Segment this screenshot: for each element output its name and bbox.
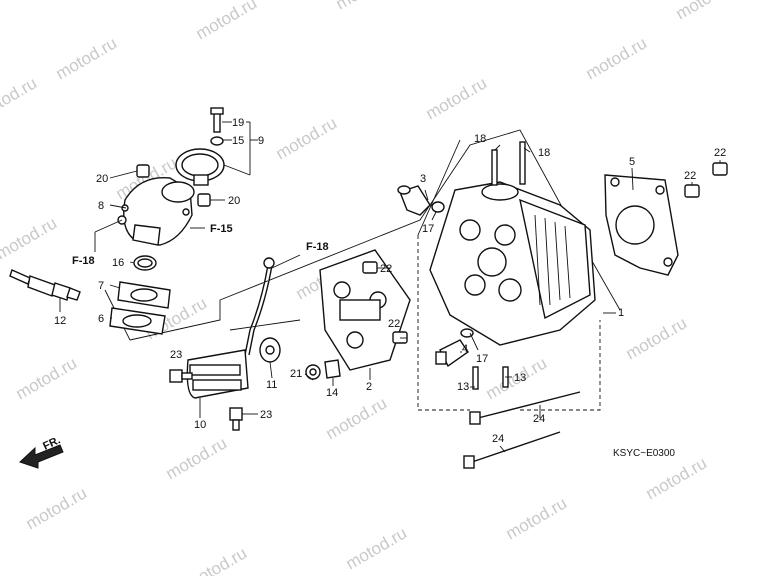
ref-f18: F-18 [72, 255, 95, 267]
callout-13: 13 [457, 381, 469, 393]
callout-21: 21 [290, 368, 302, 380]
callout-13: 13 [514, 372, 526, 384]
callout-7: 7 [98, 280, 104, 292]
callout-22: 22 [388, 318, 400, 330]
callout-15: 15 [232, 135, 244, 147]
callout-23: 23 [260, 409, 272, 421]
clamp-band [175, 148, 225, 186]
callout-24: 24 [533, 413, 545, 425]
callout-22: 22 [714, 147, 726, 159]
long-bolt-24-upper [469, 391, 581, 425]
watermark-text: motod.ru [323, 393, 391, 443]
frame-edge [417, 139, 461, 236]
callout-17: 17 [422, 223, 434, 235]
fitting-4 [435, 339, 469, 368]
callout-5: 5 [629, 156, 635, 168]
callout-10: 10 [194, 419, 206, 431]
callout-18: 18 [538, 147, 550, 159]
watermark-text: motod.ru [503, 493, 571, 543]
stud-18-left [491, 149, 498, 186]
watermark-text: motod.ru [423, 73, 491, 123]
watermark-text: motod.ru [13, 353, 81, 403]
watermark-text: motod.ru [273, 113, 341, 163]
spark-plug [9, 269, 81, 312]
fitting-3 [397, 185, 431, 216]
insulator-7 [117, 281, 171, 309]
watermark-text: motod.ru [53, 33, 121, 83]
gasket-11 [259, 337, 281, 363]
o-ring-16 [133, 255, 157, 271]
callout-12: 12 [54, 315, 66, 327]
callout-6: 6 [98, 313, 104, 325]
bolt-23-upper [169, 369, 193, 383]
head-gasket-5 [604, 174, 679, 276]
callout-8: 8 [98, 200, 104, 212]
head-dashed-frame [520, 320, 601, 411]
front-direction-arrow: FR. [19, 434, 64, 469]
callout-3: 3 [420, 173, 426, 185]
callouts: 19 15 9 20 20 8 16 7 6 12 10 11 23 23 21… [54, 117, 726, 445]
watermark-text: motod.ru [193, 0, 261, 43]
watermark-text: motod.ru [583, 33, 651, 83]
watermark-text: motod.ru [643, 453, 711, 503]
dowel-22-right-upper [712, 162, 728, 176]
leader-lines [94, 121, 721, 453]
dowel-22-center [362, 261, 378, 274]
intake-pipe [117, 176, 195, 246]
nut-20-left [136, 164, 150, 178]
callout-20: 20 [96, 173, 108, 185]
callout-11: 11 [266, 379, 277, 391]
watermark-text: motod.ru [343, 523, 411, 573]
washer-14 [324, 359, 341, 379]
callout-14: 14 [326, 387, 338, 399]
callout-22: 22 [684, 170, 696, 182]
cylinder-head-1 [429, 181, 596, 346]
stud-13-left [472, 366, 479, 390]
dowel-22-lower [392, 331, 408, 344]
o-ring-17-upper [431, 201, 445, 213]
camshaft-holder-2 [319, 249, 411, 371]
watermark-text: motod.ru [163, 433, 231, 483]
watermark-text: motod.ru [0, 213, 60, 263]
long-bolt-24-lower [463, 431, 561, 469]
callout-16: 16 [112, 257, 124, 269]
watermark-text: motod.ru [0, 73, 40, 123]
callout-22: 22 [380, 263, 392, 275]
nut-21 [305, 364, 321, 380]
watermark-text: motod.ru [183, 543, 251, 576]
stud-18-right [519, 141, 526, 185]
pipe-assembly-10 [186, 257, 275, 399]
watermark-text: motod.ru [23, 483, 91, 533]
callout-4: 4 [462, 343, 468, 355]
callout-2: 2 [366, 381, 372, 393]
callout-24: 24 [492, 433, 504, 445]
callout-9: 9 [258, 135, 264, 147]
watermark-text: motod.ru [333, 0, 401, 13]
reference-labels: F-18 F-15 F-18 [72, 223, 329, 267]
bolt-23-lower [229, 407, 243, 431]
watermark-text: motod.ru [623, 313, 691, 363]
callout-1: 1 [618, 307, 624, 319]
ref-f15: F-15 [210, 223, 233, 235]
callout-19: 19 [232, 117, 244, 129]
callout-20: 20 [228, 195, 240, 207]
washer-15 [210, 136, 224, 146]
diagram-code: KSYC~E0300 [613, 448, 675, 459]
nut-20-right [197, 193, 211, 207]
o-ring-17-lower [460, 328, 474, 338]
ref-f18: F-18 [306, 241, 329, 253]
watermark-text: motod.ru [673, 0, 741, 23]
screw-19 [210, 107, 224, 133]
head-dashed-frame [417, 235, 470, 411]
callout-18: 18 [474, 133, 486, 145]
dowel-22-right-lower [684, 184, 700, 198]
callout-23: 23 [170, 349, 182, 361]
callout-17: 17 [476, 353, 488, 365]
gasket-6 [109, 307, 166, 335]
